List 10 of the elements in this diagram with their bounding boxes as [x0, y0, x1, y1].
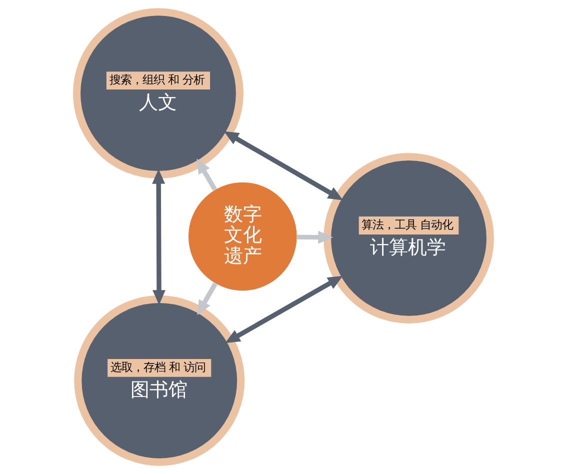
node-circle: 算法，工具 自动化 计算机学	[323, 152, 494, 324]
arrow	[223, 131, 343, 200]
arrow	[196, 282, 217, 316]
node-circle: 搜索，组织 和 分析 人文	[72, 8, 243, 179]
arrow	[224, 276, 342, 344]
arrow	[152, 168, 165, 305]
arrow	[196, 158, 217, 191]
node-circle: 选取，存档 和 访问 图书馆	[74, 295, 244, 466]
arrow	[296, 230, 332, 244]
node-circle: 数字文化遗产	[188, 182, 296, 291]
